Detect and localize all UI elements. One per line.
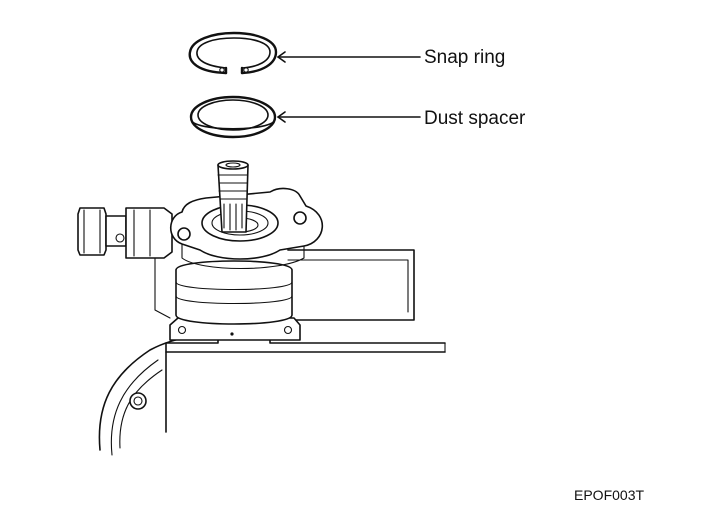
pump-housing <box>98 335 446 456</box>
label-dust-spacer: Dust spacer <box>424 108 526 129</box>
pump-fitting <box>77 207 173 259</box>
figure-code: EPOF003T <box>574 487 644 503</box>
pump-drum <box>175 260 293 325</box>
pump-shaft <box>217 160 249 233</box>
pump-side-block <box>154 249 415 321</box>
label-snap-ring: Snap ring <box>424 47 505 68</box>
snap-ring-part <box>188 31 278 75</box>
leader-lines <box>277 51 421 123</box>
dust-spacer-ring <box>189 95 277 139</box>
